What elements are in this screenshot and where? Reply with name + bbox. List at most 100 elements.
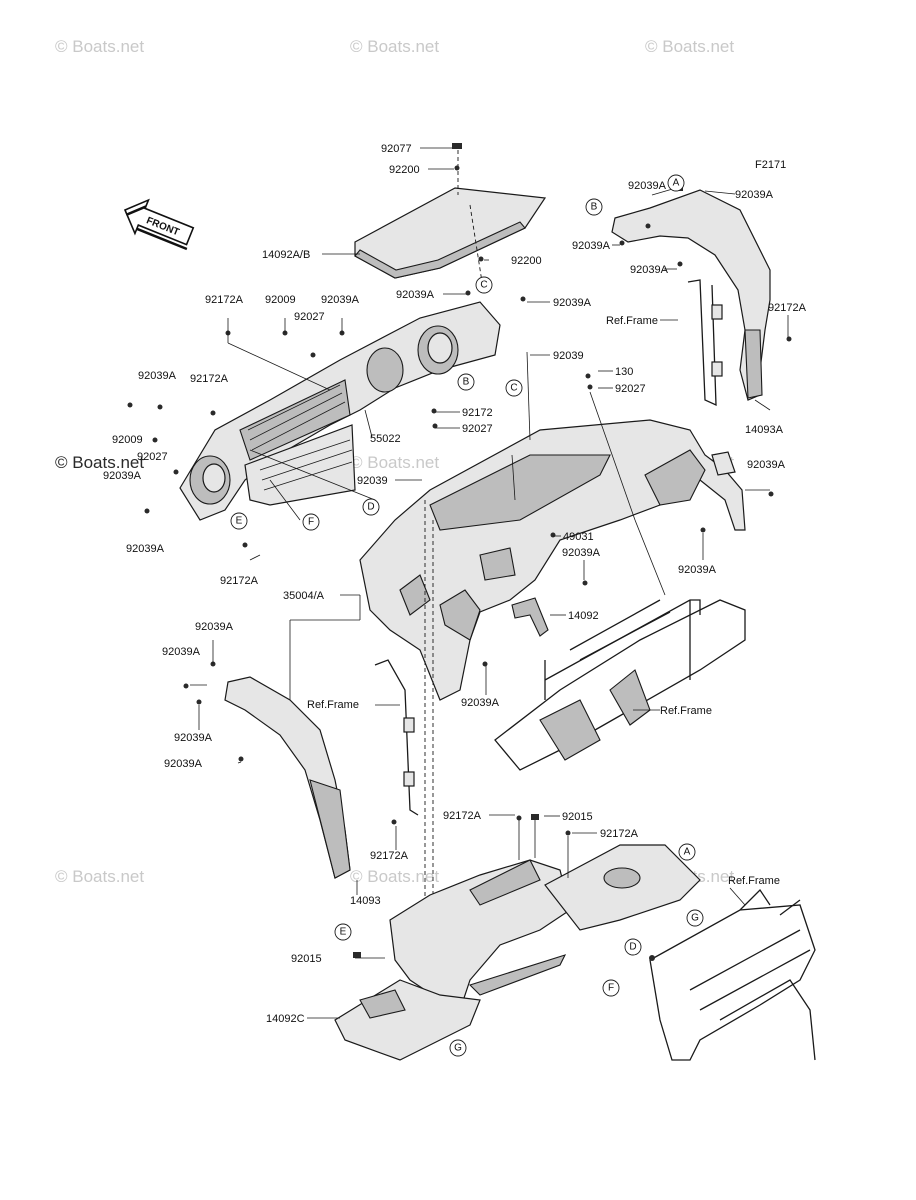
callout-f: F	[302, 513, 320, 531]
part-label: Ref.Frame	[660, 705, 712, 717]
front-grille-assembly	[127, 290, 526, 548]
part-label: 92009	[265, 294, 296, 306]
callout-d: D	[362, 498, 380, 516]
watermark: © Boats.net	[55, 37, 144, 56]
svg-text:F: F	[608, 983, 614, 994]
main-front-cover-35004	[359, 373, 774, 900]
callout-a: A	[667, 174, 685, 192]
left-front-fender-14093	[183, 659, 419, 879]
callout-g: G	[449, 1039, 467, 1057]
svg-text:F: F	[308, 517, 314, 528]
svg-text:B: B	[463, 377, 470, 388]
part-label: 92039A	[126, 543, 165, 555]
svg-text:E: E	[340, 927, 347, 938]
part-label: Ref.Frame	[307, 699, 359, 711]
part-label: 92039A	[572, 240, 611, 252]
part-label: 92172A	[190, 373, 229, 385]
part-label: 92027	[294, 311, 325, 323]
leader-lines	[190, 147, 789, 1019]
watermark: © Boats.net	[55, 453, 144, 472]
part-label: 130	[615, 366, 633, 378]
part-label: 92039A	[162, 646, 201, 658]
part-label: 92039A	[396, 289, 435, 301]
svg-text:G: G	[691, 913, 699, 924]
part-label: 92039A	[628, 180, 667, 192]
svg-text:C: C	[480, 280, 487, 291]
part-label: 92039A	[735, 189, 774, 201]
part-label: 92200	[511, 255, 542, 267]
right-upper-fender	[611, 185, 792, 407]
part-label: 14092C	[266, 1013, 305, 1025]
part-label: 14093	[350, 895, 381, 907]
watermark: © Boats.net	[350, 867, 439, 886]
callout-e: E	[230, 512, 248, 530]
watermark: © Boats.net	[55, 867, 144, 886]
callout-e: E	[334, 923, 352, 941]
part-label: 92027	[137, 451, 168, 463]
part-label: 92027	[615, 383, 646, 395]
callout-d: D	[624, 938, 642, 956]
callout-c: C	[475, 276, 493, 294]
pad-14092	[511, 597, 549, 637]
callout-b: B	[585, 198, 603, 216]
svg-text:C: C	[510, 383, 517, 394]
part-label: 92172A	[443, 810, 482, 822]
part-label: 92039A	[747, 459, 786, 471]
callout-c: C	[505, 379, 523, 397]
part-label: 92039A	[174, 732, 213, 744]
svg-text:A: A	[684, 847, 691, 858]
part-label: 92039A	[630, 264, 669, 276]
svg-text:D: D	[367, 502, 374, 513]
part-label: 92172A	[220, 575, 259, 587]
part-label: 55022	[370, 433, 401, 445]
svg-text:D: D	[629, 942, 636, 953]
part-label: 92015	[291, 953, 322, 965]
front-arrow-icon: FRONT	[123, 198, 195, 251]
watermark: © Boats.net	[350, 453, 439, 472]
part-label: 14092	[568, 610, 599, 622]
part-label: 92172A	[768, 302, 807, 314]
part-label: 92200	[389, 164, 420, 176]
part-label: 92027	[462, 423, 493, 435]
part-label: 35004/A	[283, 590, 325, 602]
watermark: © Boats.net	[350, 37, 439, 56]
front-frame-section	[494, 599, 746, 771]
part-label: 92039A	[562, 547, 601, 559]
svg-text:E: E	[236, 516, 243, 527]
part-label: 92039	[357, 475, 388, 487]
part-label: 92039A	[461, 697, 500, 709]
top-cover-14092ab	[354, 143, 547, 283]
part-label: 49031	[563, 531, 594, 543]
part-label: Ref.Frame	[606, 315, 658, 327]
part-label: 92172A	[600, 828, 639, 840]
main-frame-rear	[649, 888, 816, 1061]
part-label: 92039A	[321, 294, 360, 306]
part-label: 92039A	[553, 297, 592, 309]
svg-text:G: G	[454, 1043, 462, 1054]
callout-f: F	[602, 979, 620, 997]
part-labels: 92077 92200 14092A/B 92200 92039A 92039A…	[103, 143, 807, 1025]
watermark: © Boats.net	[645, 37, 734, 56]
part-label: 92077	[381, 143, 412, 155]
part-label: Ref.Frame	[728, 875, 780, 887]
part-label: 92039A	[138, 370, 177, 382]
svg-text:A: A	[673, 178, 680, 189]
part-label: 92039A	[195, 621, 234, 633]
callout-a: A	[678, 843, 696, 861]
part-label: 14093A	[745, 424, 784, 436]
svg-text:B: B	[591, 202, 598, 213]
part-label: 92172A	[370, 850, 409, 862]
part-label: 14092A/B	[262, 249, 310, 261]
part-label: 92015	[562, 811, 593, 823]
floor-board-assembly	[334, 814, 701, 1061]
part-label: 92172	[462, 407, 493, 419]
part-label: 92039	[553, 350, 584, 362]
part-label: 92039A	[164, 758, 203, 770]
part-label: 92039A	[103, 470, 142, 482]
part-label: 92039A	[678, 564, 717, 576]
figure-id: F2171	[755, 159, 786, 171]
callout-b: B	[457, 373, 475, 391]
callout-g: G	[686, 909, 704, 927]
part-label: 92009	[112, 434, 143, 446]
